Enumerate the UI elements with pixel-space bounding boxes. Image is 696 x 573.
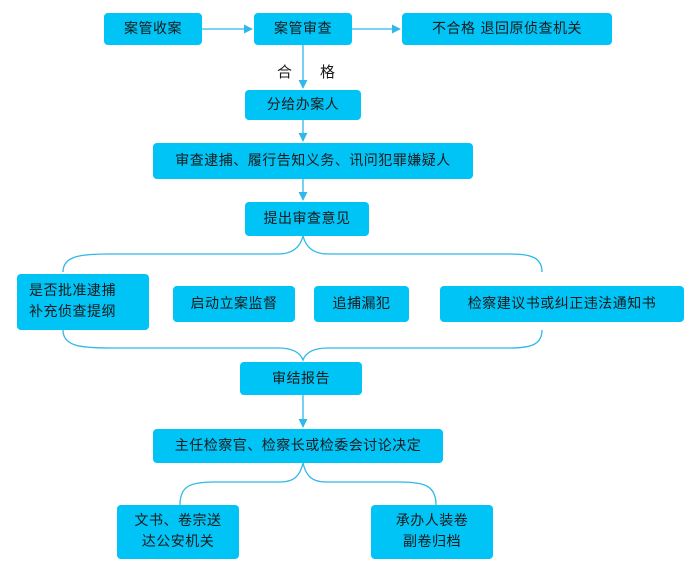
node-examine-arrest: 审查逮捕、履行告知义务、讯问犯罪嫌疑人 [153,143,473,179]
node-decision: 主任检察官、检察长或检委会讨论决定 [153,429,443,463]
node-unqualified-return: 不合格 退回原侦查机关 [402,13,612,45]
edge-label-qualified-right: 格 [320,63,337,81]
node-closing-report: 审结报告 [240,362,362,395]
node-approve-arrest: 是否批准逮捕 补充侦查提纲 [17,274,149,330]
node-review-opinion: 提出审查意见 [245,202,369,236]
node-deliver-police: 文书、卷宗送 达公安机关 [117,505,239,559]
node-filing-supervision: 启动立案监督 [173,286,295,322]
node-pursue-omitted: 追捕漏犯 [314,286,409,322]
brace-bottom [62,329,543,362]
node-case-review: 案管审查 [254,13,352,45]
node-assign-handler: 分给办案人 [245,90,361,120]
brace-final [179,462,437,506]
node-receive-case: 案管收案 [104,13,202,45]
node-archive: 承办人装卷 副卷归档 [371,505,493,559]
brace-top [62,235,543,273]
node-procuratorial-notice: 检察建议书或纠正违法通知书 [440,286,684,322]
edge-label-qualified-left: 合 [277,63,294,81]
